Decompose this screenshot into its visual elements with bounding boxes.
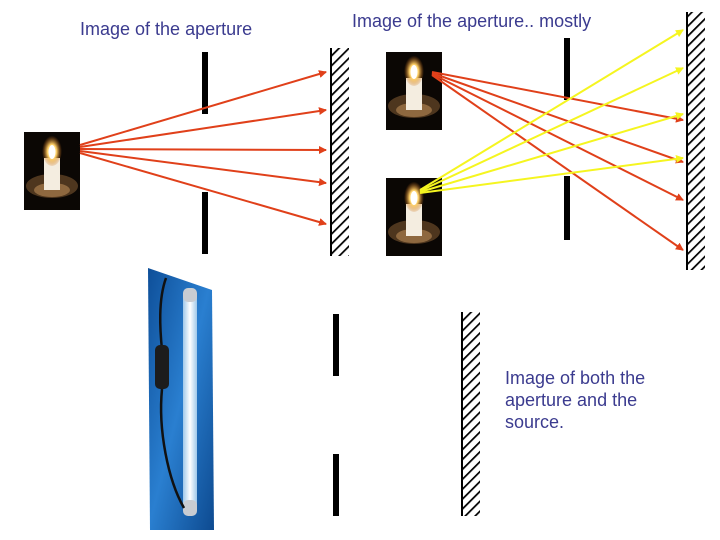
right-red-rays — [431, 71, 684, 251]
right-aperture-bottom — [564, 176, 570, 240]
bottom-screen — [461, 312, 480, 516]
fluorescent-tube-photo — [148, 268, 214, 530]
left-screen — [330, 48, 349, 256]
bottom-aperture-top — [333, 314, 339, 376]
left-candle-photo — [24, 132, 80, 210]
right-yellow-rays — [419, 29, 684, 194]
left-aperture-top — [202, 52, 208, 114]
bottom-aperture-bottom — [333, 454, 339, 516]
lower-candle-photo — [386, 178, 442, 256]
upper-candle-photo — [386, 52, 442, 130]
caption-image-of-aperture-and-source: Image of both the aperture and the sourc… — [505, 368, 646, 432]
left-rays — [79, 70, 327, 226]
left-aperture-bottom — [202, 192, 208, 254]
right-screen — [686, 12, 705, 270]
caption-image-of-aperture: Image of the aperture — [80, 19, 253, 39]
right-aperture-top — [564, 38, 570, 100]
caption-image-of-aperture-mostly: Image of the aperture.. mostly — [352, 11, 592, 31]
